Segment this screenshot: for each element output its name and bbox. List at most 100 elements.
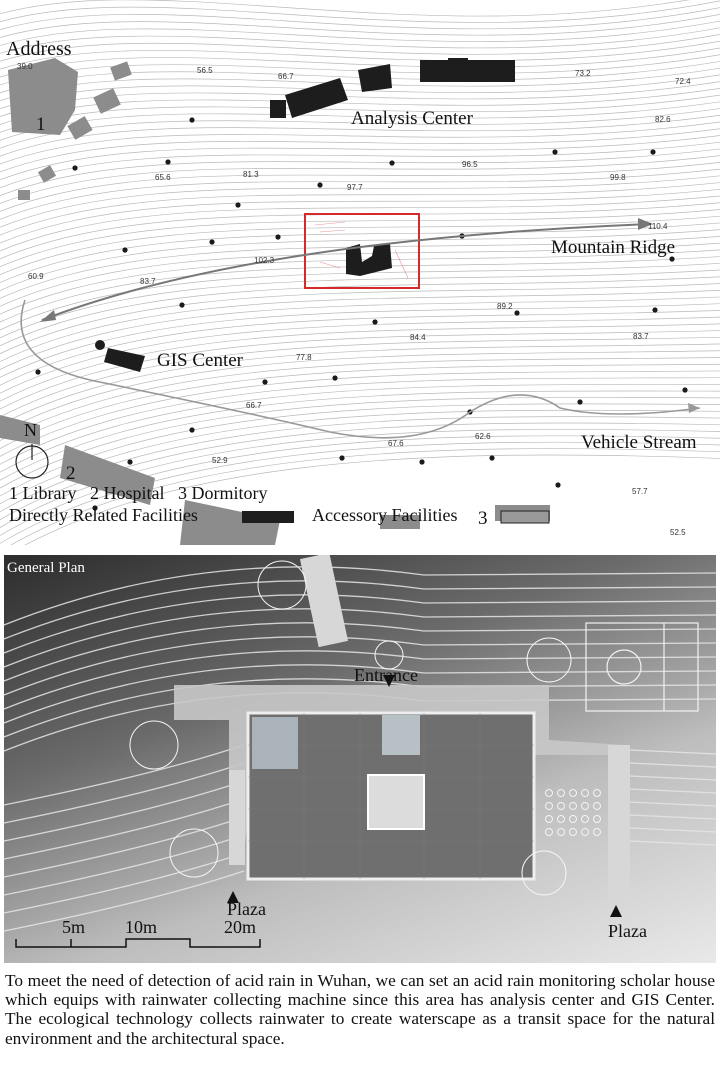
terrace-line <box>4 678 716 738</box>
contour-line <box>0 384 720 473</box>
terrace-line <box>628 788 716 794</box>
contour-line <box>0 249 720 315</box>
tree-dot <box>339 455 345 461</box>
elevation-label: 72.4 <box>675 77 691 86</box>
general-plan-render: General Plan Entrance Plaza Plaza 5m 10m… <box>4 555 716 963</box>
contour-line <box>0 34 720 62</box>
scale-label-5m: 5m <box>62 917 86 937</box>
tree-dot <box>419 459 425 465</box>
contour-line <box>0 40 720 70</box>
terrace-line <box>628 827 716 833</box>
tree-dot <box>275 234 281 240</box>
contour-line <box>0 256 720 323</box>
terrace-line <box>4 798 245 860</box>
contour-line <box>0 310 720 386</box>
terrace-line <box>4 608 716 668</box>
seat-icon <box>569 802 577 810</box>
elevation-label: 77.8 <box>296 353 312 362</box>
seat-icon <box>557 789 565 797</box>
tree-dot <box>489 455 495 461</box>
map-title: Address <box>6 38 72 60</box>
legend-numbered: 1 Library 2 Hospital 3 Dormitory <box>9 483 268 503</box>
contour-line <box>0 343 720 426</box>
plaza-arrow-icon <box>610 905 622 917</box>
seat-icon <box>569 789 577 797</box>
gis-center-label: GIS Center <box>157 350 244 371</box>
general-plan-drawing <box>4 555 716 948</box>
plaza-left-label: Plaza <box>227 899 266 919</box>
elevation-label: 83.7 <box>633 332 649 341</box>
seat-icon <box>545 789 553 797</box>
elevation-label: 57.7 <box>632 487 648 496</box>
tree-dot <box>317 182 323 188</box>
seat-icon <box>569 828 577 836</box>
contour-line <box>0 114 720 157</box>
terrace-line <box>628 801 716 807</box>
terrace-line <box>4 566 716 626</box>
contour-line <box>0 229 720 291</box>
terrace-line <box>4 780 245 842</box>
legend-accessory-label: Accessory Facilities <box>312 505 458 525</box>
courtyard <box>367 774 425 830</box>
seat-icon <box>581 828 589 836</box>
tree-dot <box>650 149 656 155</box>
contour-line <box>0 209 720 268</box>
tree-dot <box>577 399 583 405</box>
contour-line <box>0 336 720 418</box>
contour-line <box>0 409 720 505</box>
tree-dot <box>127 459 133 465</box>
tree-dot <box>389 160 395 166</box>
marker-library: 1 <box>36 114 46 135</box>
terrace-line <box>628 840 716 846</box>
elevation-label: 52.9 <box>212 456 228 465</box>
contour-line <box>0 202 720 260</box>
contour-map <box>0 0 720 545</box>
legend-swatch-related <box>242 511 294 523</box>
elevation-label: 52.5 <box>670 528 686 537</box>
contour-line <box>0 370 720 457</box>
contour-line <box>0 195 720 252</box>
legend-related-label: Directly Related Facilities <box>9 505 198 525</box>
contour-line <box>0 182 720 236</box>
project-description: To meet the need of detection of acid ra… <box>5 971 715 1048</box>
site-highlight-box <box>304 213 420 289</box>
seat-icon <box>581 815 589 823</box>
contour-line <box>0 269 720 339</box>
tree-dot <box>189 117 195 123</box>
terrace-line <box>628 775 716 781</box>
seat-icon <box>581 789 589 797</box>
scale-label-20m: 20m <box>224 917 257 937</box>
tree-dot <box>552 149 558 155</box>
seat-icon <box>593 802 601 810</box>
elevation-label: 102.3 <box>254 256 275 265</box>
contour-line <box>0 397 720 489</box>
contour-line <box>24 454 720 545</box>
trees <box>129 560 572 896</box>
contour-line <box>0 215 720 276</box>
elevation-label: 83.7 <box>140 277 156 286</box>
tree-dot <box>652 307 658 313</box>
contour-line <box>0 7 720 31</box>
seat-icon <box>569 815 577 823</box>
contour-line <box>0 390 720 481</box>
north-label: N <box>24 420 37 440</box>
terrace-line <box>4 744 245 806</box>
contour-line <box>0 155 720 204</box>
ridge-arrow <box>41 223 651 321</box>
contour-line <box>0 135 720 181</box>
related-buildings <box>95 58 515 372</box>
tree-dot <box>682 387 688 393</box>
elevation-label: 66.7 <box>278 72 294 81</box>
terrace-line <box>628 762 716 768</box>
mountain-ridge-label: Mountain Ridge <box>551 237 676 258</box>
terrace-line <box>4 816 245 878</box>
contour-line <box>0 303 720 378</box>
contour-line <box>0 323 720 402</box>
tree-dot <box>35 369 41 375</box>
terrace-line <box>4 852 245 914</box>
contour-line <box>0 422 720 521</box>
elevation-label: 65.6 <box>155 173 171 182</box>
contour-line <box>0 350 720 434</box>
seat-icon <box>545 815 553 823</box>
tree-dot <box>332 375 338 381</box>
